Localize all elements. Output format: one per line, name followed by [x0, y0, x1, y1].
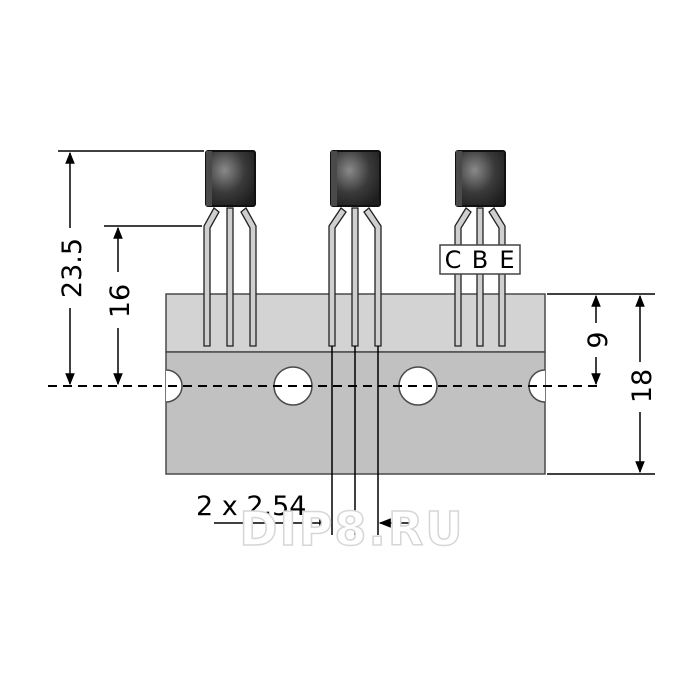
pin-label-collector: C — [445, 246, 462, 274]
dimension-label-9: 9 — [583, 331, 614, 348]
transistor-3-flat-face — [456, 151, 462, 206]
label-bg-16 — [104, 272, 134, 328]
transistor-3-body — [455, 150, 506, 207]
transistor-2-flat-face — [331, 151, 337, 206]
watermark: DIP8.RU — [239, 502, 464, 556]
dimension-label-23-5: 23.5 — [57, 238, 88, 298]
dimension-label-pitch: 2 x 2.54 — [196, 491, 306, 522]
transistor-1-leads — [203, 207, 257, 347]
pinout-label-box — [439, 244, 521, 275]
transistor-3: C B E — [439, 150, 521, 347]
label-bg-9 — [582, 323, 612, 357]
pitch-dimension — [214, 346, 418, 535]
label-bg-23-5 — [56, 228, 86, 308]
transistor-3-leads — [454, 207, 506, 347]
label-bg-18 — [626, 362, 656, 412]
dimension-label-16: 16 — [105, 284, 136, 318]
transistor-2 — [328, 150, 382, 347]
transistor-2-body — [330, 150, 381, 207]
dimension-label-18: 18 — [627, 369, 658, 403]
left-notch-outline — [165, 369, 183, 403]
transistor-1-flat-face — [206, 151, 212, 206]
pin-label-base: B — [472, 246, 488, 274]
transistor-1-body — [205, 150, 256, 207]
pin-label-emitter: E — [499, 246, 514, 274]
transistor-1 — [203, 150, 257, 347]
